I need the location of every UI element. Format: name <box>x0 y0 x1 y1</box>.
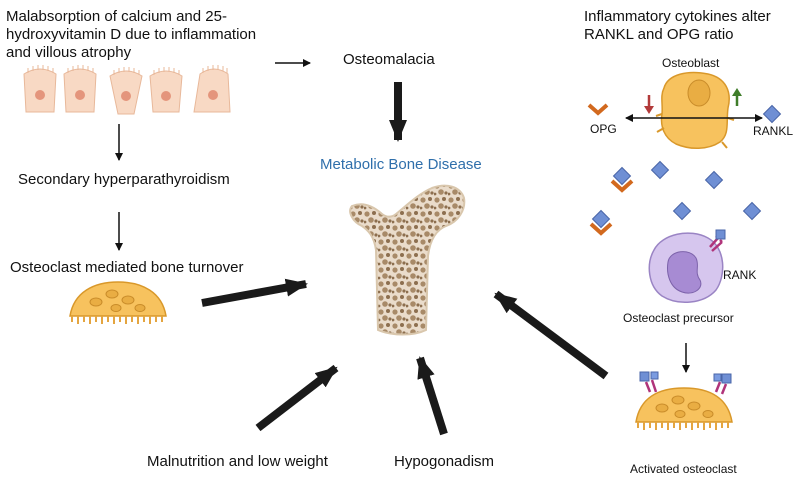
rank-rankl-bound-icon <box>713 373 732 395</box>
osteoclast-turnover-label: Osteoclast mediated bone turnover <box>10 259 244 276</box>
rank-label: RANK <box>723 268 757 282</box>
arrow-hypogonadism-to-bone <box>416 356 448 436</box>
rankl-label: RANKL <box>753 124 794 138</box>
malabsorption-label: Malabsorption of calcium and 25-hydroxyv… <box>6 8 257 61</box>
femur-bone-icon <box>349 184 466 336</box>
rank-receptor-icon <box>709 229 726 252</box>
osteoclast-icon <box>69 281 167 324</box>
hypogonadism-label: Hypogonadism <box>394 453 495 470</box>
rank-rankl-bound-icon <box>639 371 659 393</box>
arrow-up-icon <box>732 88 742 106</box>
rankl-icon <box>762 104 782 124</box>
osteomalacia-label: Osteomalacia <box>343 51 435 68</box>
activated-osteoclast-icon <box>635 387 733 430</box>
rankl-icon <box>650 160 762 221</box>
epithelial-cells-icon <box>23 65 231 115</box>
malnutrition-label: Malnutrition and low weight <box>147 453 328 470</box>
osteoclast-precursor-label: Osteoclast precursor <box>623 311 734 325</box>
rankl-opg-complex-icon <box>589 209 613 236</box>
metabolic-bone-disease-title: Metabolic Bone Disease <box>320 156 482 173</box>
osteoclast-precursor-icon <box>648 232 724 303</box>
cytokines-label: Inflammatory cytokines alter RANKL and O… <box>584 8 771 43</box>
osteoblast-icon <box>655 71 735 149</box>
secondary-hyperparathyroidism-label: Secondary hyperparathyroidism <box>18 171 230 188</box>
osteoblast-label: Osteoblast <box>662 56 720 70</box>
arrow-malnutrition-to-bone <box>255 364 339 432</box>
activated-osteoclast-label: Activated osteoclast <box>630 462 737 476</box>
arrow-turnover-to-bone <box>201 278 308 307</box>
arrow-down-icon <box>644 95 654 114</box>
opg-icon <box>587 103 609 116</box>
rankl-opg-complex-icon <box>610 166 634 193</box>
arrow-osteoclast-to-bone <box>493 290 609 380</box>
opg-label: OPG <box>590 122 617 136</box>
